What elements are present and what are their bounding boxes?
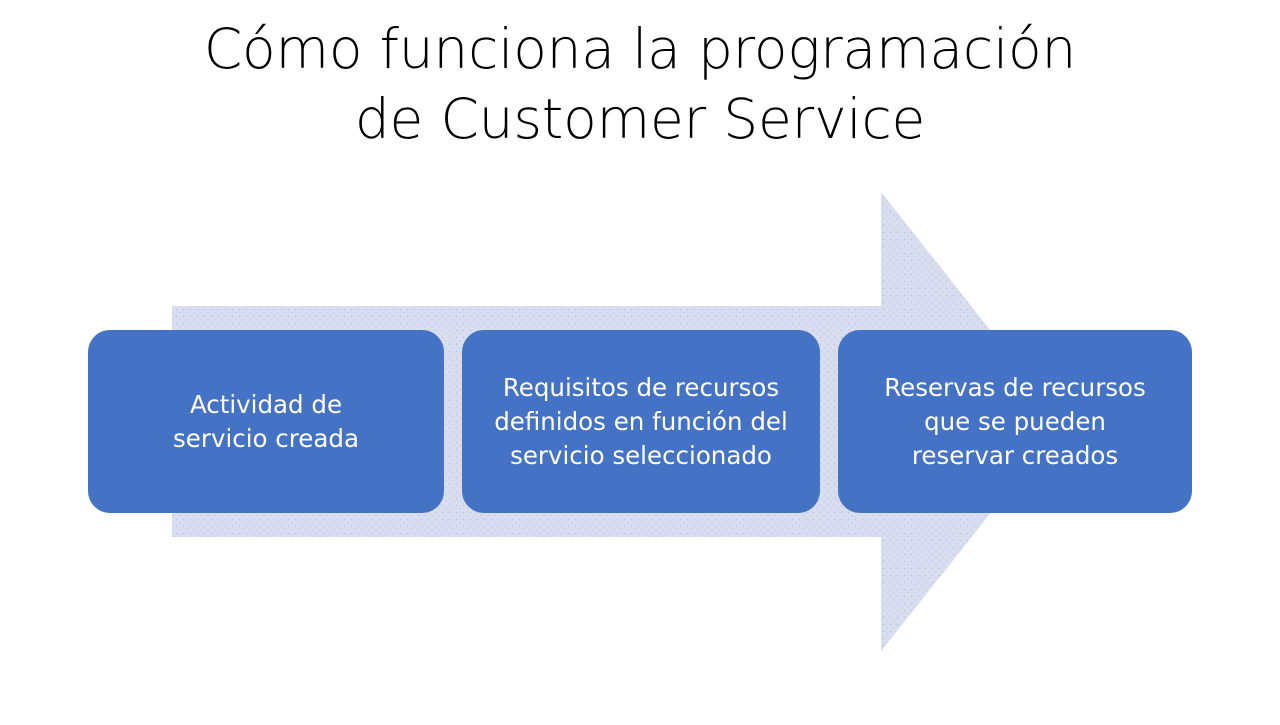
process-step-label-2: Requisitos de recursos definidos en func…	[494, 372, 788, 470]
process-step-box-2[interactable]: Requisitos de recursos definidos en func…	[462, 330, 820, 513]
process-step-box-3[interactable]: Reservas de recursos que se pueden reser…	[838, 330, 1192, 513]
page-title: Cómo funciona la programación de Custome…	[203, 17, 1077, 151]
process-step-label-3: Reservas de recursos que se pueden reser…	[884, 372, 1146, 470]
process-step-list: Actividad de servicio creada Requisitos …	[88, 330, 1192, 513]
process-step-box-1[interactable]: Actividad de servicio creada	[88, 330, 444, 513]
process-step-label-1: Actividad de servicio creada	[173, 389, 359, 453]
